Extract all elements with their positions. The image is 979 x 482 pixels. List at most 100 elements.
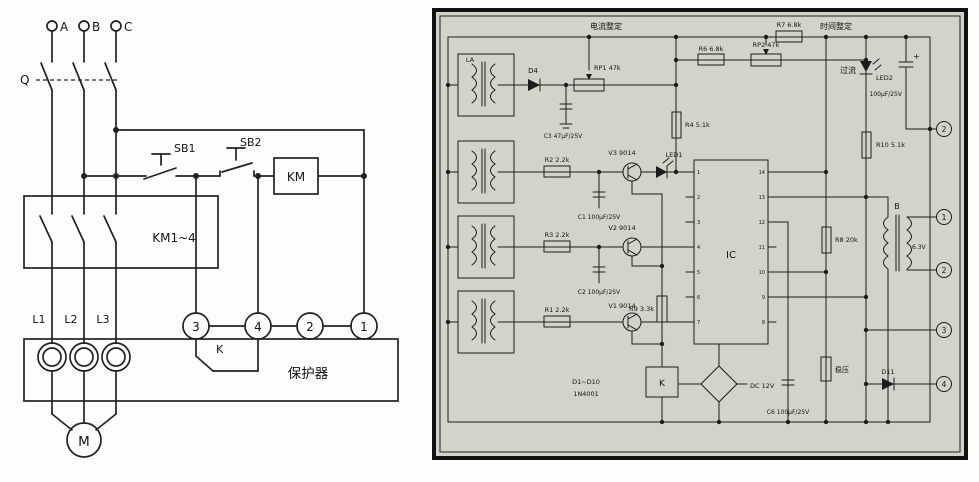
v3-transistor: V3 9014 (608, 149, 642, 182)
switch-blade (40, 62, 53, 91)
protector-unit: 3 4 2 1 K 保护器 L1 L2 L3 (23, 267, 399, 415)
contactor-main-contacts: KM1~4 (23, 195, 219, 269)
terminal-top: 2 (942, 125, 947, 134)
terminal-2: 2 (306, 320, 314, 334)
terminal-3: 3 (192, 320, 200, 334)
r6-resistor: R6 6.8k (697, 45, 725, 66)
sb2-pushbutton: SB2 (219, 136, 262, 177)
ic-pin: 5 (697, 270, 700, 276)
c6-label: C6 100μF/25V (767, 409, 810, 416)
c3-label: C3 47μF/25V (544, 133, 583, 140)
ic-pin: 7 (697, 320, 700, 326)
dc-output-label: DC 12V (750, 382, 775, 390)
rp1-potentiometer: RP1 47k 电流整定 (573, 21, 622, 92)
ic-label: IC (726, 250, 736, 261)
current-transformers: L1 L2 L3 (32, 267, 131, 415)
motor: M (51, 413, 117, 458)
km-coil-label: KM (287, 170, 305, 184)
transformer-la-label: LA (466, 56, 475, 64)
ic-pin: 14 (759, 170, 765, 176)
input-transformer-1: LA (457, 53, 515, 117)
inner-border (439, 15, 961, 453)
c2-label: C2 100μF/25V (578, 289, 621, 296)
r1-resistor: R1 2.2k (543, 306, 571, 328)
terminal-4: 4 (942, 380, 947, 389)
km-contacts-label: KM1~4 (152, 231, 196, 245)
ic-pin: 9 (762, 295, 765, 301)
terminal-1: 1 (942, 213, 947, 222)
protector-label: 保护器 (288, 366, 329, 382)
led2-label: LED2 (876, 74, 893, 82)
r7-label: R7 6.8k (777, 21, 802, 29)
r1-label: R1 2.2k (545, 306, 570, 314)
r3-resistor: R3 2.2k (543, 231, 571, 253)
phase-c-label: C (124, 20, 132, 34)
ic-pin: 3 (697, 220, 700, 226)
time-setting-label: 时间整定 (820, 21, 852, 31)
voltage-regulator: 稳压 (820, 356, 849, 382)
r9-label: R9 3.3k (629, 305, 654, 313)
diode-type-label: 1N4001 (573, 390, 599, 398)
bridge-rectifier: DC 12V (700, 365, 775, 403)
led1: LED1 (656, 151, 683, 179)
r2-label: R2 2.2k (545, 156, 570, 164)
c1-label: C1 100μF/25V (578, 214, 621, 221)
d4-label: D4 (528, 67, 538, 75)
c1-capacitor: C1 100μF/25V (578, 191, 621, 221)
ic-pin: 6 (697, 295, 700, 301)
c3-capacitor: C3 47μF/25V (544, 103, 583, 140)
junction-dots (81, 127, 367, 179)
ic-pin: 12 (759, 220, 765, 226)
r8-label: R8 20k (835, 236, 858, 244)
protector-circuit-diagram: LA (439, 15, 961, 453)
output-terminals: 2 1 2 3 4 (936, 121, 952, 392)
c2-capacitor: C2 100μF/25V (578, 266, 621, 296)
three-phase-supply: A B C Q (20, 20, 132, 197)
led1-label: LED1 (666, 151, 683, 159)
transformer-b: B 6.3V (883, 202, 927, 272)
r4-resistor: R4 5.1k (671, 111, 710, 139)
junction-dots (445, 34, 933, 425)
rp1-label: RP1 47k (594, 64, 621, 72)
motor-protection-diagram: A B C Q SB1 (20, 20, 399, 458)
v1-label: V1 9014 (608, 302, 635, 310)
r10-label: R10 5.1k (876, 141, 905, 149)
ic-pin: 8 (762, 320, 765, 326)
current-setting-label: 电流整定 (590, 21, 622, 31)
k-contact-label: K (216, 343, 224, 356)
r6-label: R6 6.8k (699, 45, 724, 53)
r8-resistor: R8 20k (821, 226, 858, 254)
output-capacitor: + 100μF/25V (870, 52, 920, 98)
ct-l1-label: L1 (32, 313, 45, 326)
switch-label: Q (20, 73, 29, 87)
sb1-label: SB1 (174, 142, 196, 155)
sb1-pushbutton: SB1 (143, 142, 196, 180)
secondary-voltage: 6.3V (912, 244, 927, 251)
phase-a-label: A (60, 20, 69, 34)
r2-resistor: R2 2.2k (543, 156, 571, 178)
sb2-label: SB2 (240, 136, 262, 149)
overcurrent-label: 过流 (840, 65, 856, 75)
r3-label: R3 2.2k (545, 231, 570, 239)
control-circuit: SB1 SB2 KM (83, 129, 365, 314)
cap-tr-label: 100μF/25V (870, 91, 903, 98)
d11-label: D11 (881, 368, 894, 376)
r9-resistor: R9 3.3k (629, 295, 668, 323)
ic-chip: IC 1 2 3 4 5 6 7 14 13 (685, 159, 777, 345)
v2-label: V2 9014 (608, 224, 635, 232)
diode-note: D1~D10 1N4001 (572, 378, 600, 398)
r10-resistor: R10 5.1k (861, 131, 905, 159)
ic-pin: 13 (759, 195, 765, 201)
diode-range-label: D1~D10 (572, 378, 600, 386)
terminal-3: 3 (942, 326, 947, 335)
protector-circuit-frame: LA (432, 8, 968, 460)
terminal-2: 2 (942, 266, 947, 275)
phase-b-label: B (92, 20, 100, 34)
r7-resistor: R7 6.8k (775, 21, 803, 43)
v3-label: V3 9014 (608, 149, 635, 157)
v2-transistor: V2 9014 (608, 224, 642, 257)
motor-label: M (78, 434, 90, 450)
wiring (447, 36, 937, 423)
ic-pin: 1 (697, 170, 700, 176)
